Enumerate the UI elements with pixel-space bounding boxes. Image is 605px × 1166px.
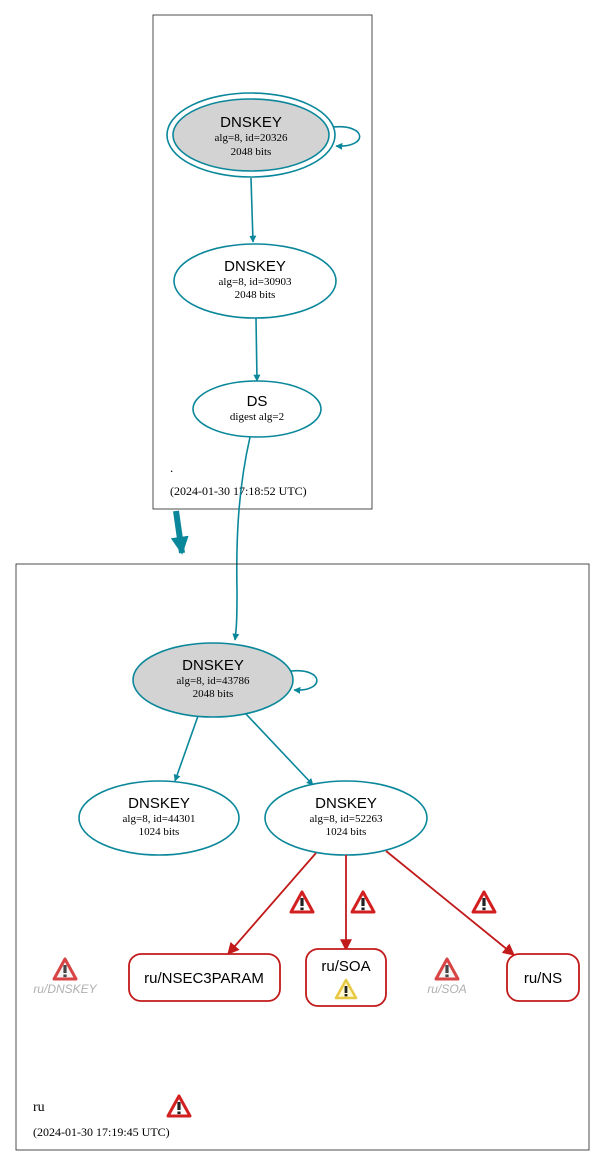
rrset-ns-node: ru/NS [506, 953, 580, 1002]
warning-icon-ru-dnskey [52, 957, 78, 981]
ds-title: DS [247, 393, 268, 410]
root-ksk-line1: alg=8, id=20326 [215, 132, 288, 144]
ru-zone-name: ru [33, 1100, 45, 1115]
ru-zsk1-line1: alg=8, id=44301 [123, 813, 196, 825]
ru-ksk-self-edge [290, 670, 318, 694]
faded-label-ru-soa: ru/SOA [427, 982, 466, 996]
warning-icon-ru-soa-faded [434, 957, 460, 981]
warning-icon-ru-zone [166, 1094, 192, 1118]
edge-zsk2-to-nsec3param [227, 852, 317, 955]
warning-icon-edge-ns [471, 890, 497, 914]
ru-ksk-line2: 2048 bits [193, 688, 234, 700]
ru-zsk2-title: DNSKEY [315, 795, 377, 812]
faded-label-ru-dnskey: ru/DNSKEY [33, 982, 97, 996]
root-ksk-self-edge [332, 126, 361, 150]
ru-ksk-line1: alg=8, id=43786 [177, 675, 250, 687]
edge-ru-ksk-to-zsk1 [173, 715, 199, 782]
ds-line1: digest alg=2 [230, 411, 284, 423]
rrset-nsec3param-label: ru/NSEC3PARAM [144, 970, 264, 987]
root-zsk-line2: 2048 bits [235, 289, 276, 301]
warning-icon-edge-soa [350, 890, 376, 914]
edge-root-zsk-to-ds [253, 317, 261, 382]
root-zone-name: . [170, 460, 173, 475]
edge-ru-ksk-to-zsk2 [245, 713, 314, 786]
root-ksk-title: DNSKEY [220, 114, 282, 131]
root-ksk-line2: 2048 bits [231, 146, 272, 158]
ru-ksk-node: DNSKEY alg=8, id=43786 2048 bits [132, 642, 294, 718]
rrset-nsec3param-node: ru/NSEC3PARAM [128, 953, 281, 1002]
root-zone-box [152, 14, 373, 510]
ru-zsk1-title: DNSKEY [128, 795, 190, 812]
rrset-ns-label: ru/NS [524, 970, 562, 987]
ds-node: DS digest alg=2 [192, 380, 322, 438]
ru-zsk2-line2: 1024 bits [326, 826, 367, 838]
ru-zsk1-node: DNSKEY alg=8, id=44301 1024 bits [78, 780, 240, 856]
edge-zsk2-to-ns [385, 850, 515, 956]
ru-zsk2-node: DNSKEY alg=8, id=52263 1024 bits [264, 780, 428, 856]
ru-zone-timestamp: (2024-01-30 17:19:45 UTC) [33, 1125, 170, 1139]
ru-zsk2-line1: alg=8, id=52263 [310, 813, 383, 825]
root-zone-timestamp: (2024-01-30 17:18:52 UTC) [170, 484, 307, 498]
rrset-soa-label: ru/SOA [321, 958, 370, 975]
edge-root-ksk-to-zsk [249, 177, 257, 243]
ru-zsk1-line2: 1024 bits [139, 826, 180, 838]
root-zsk-title: DNSKEY [224, 258, 286, 275]
delegation-edge [170, 510, 189, 555]
root-zsk-line1: alg=8, id=30903 [219, 276, 292, 288]
edge-ds-to-ru-ksk [232, 436, 251, 641]
rrset-soa-node: ru/SOA [305, 948, 387, 1007]
root-zsk-node: DNSKEY alg=8, id=30903 2048 bits [173, 243, 337, 319]
warning-icon-edge-nsec3param [289, 890, 315, 914]
ru-zone-box [15, 563, 590, 1151]
root-ksk-node: DNSKEY alg=8, id=20326 2048 bits [166, 92, 336, 178]
ru-ksk-title: DNSKEY [182, 657, 244, 674]
